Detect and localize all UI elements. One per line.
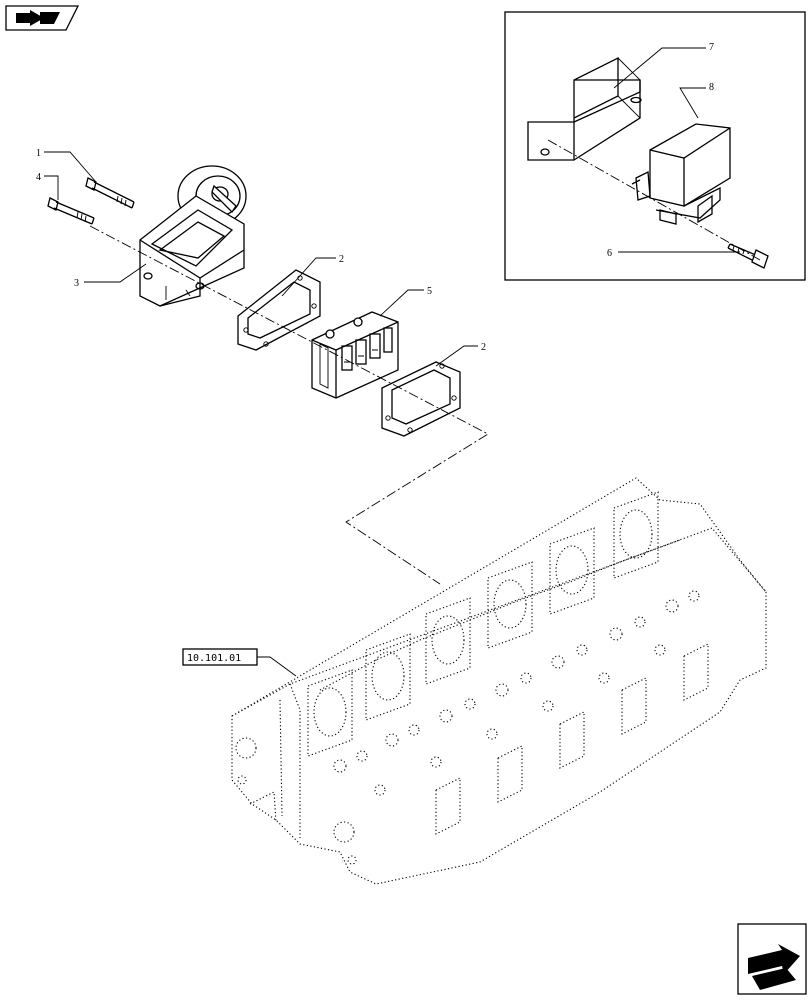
- callout-2b: 2: [481, 342, 486, 353]
- reference-label: 10.101.01: [187, 653, 241, 664]
- callout-7: 7: [709, 42, 714, 53]
- callout-2a: 2: [339, 254, 344, 265]
- heater-housing-part: [139, 165, 247, 307]
- leader-1: [44, 151, 97, 183]
- leader-2b: [435, 345, 478, 367]
- leader-7: [613, 47, 706, 89]
- callout-5: 5: [427, 286, 432, 297]
- main-centerline: [89, 225, 489, 585]
- next-page-arrow-icon[interactable]: [737, 923, 807, 995]
- callout-3: 3: [74, 278, 79, 289]
- callout-6: 6: [607, 248, 612, 259]
- bracket-part: [527, 56, 642, 161]
- relay-bolt-part: [727, 243, 769, 269]
- leader-2a: [281, 257, 336, 297]
- book-arrow-icon[interactable]: [5, 5, 80, 31]
- inset-frame: [504, 11, 806, 281]
- leader-3: [84, 263, 147, 283]
- inset-centerline: [547, 139, 761, 261]
- callout-4: 4: [36, 172, 41, 183]
- leader-4: [44, 175, 59, 200]
- relay-part: [631, 123, 731, 225]
- callout-1: 1: [36, 148, 41, 159]
- leader-5: [379, 289, 424, 317]
- reference-box[interactable]: 10.101.01: [182, 648, 258, 666]
- leader-8: [679, 87, 706, 119]
- bolt-1-part: [85, 177, 135, 209]
- callout-8: 8: [709, 82, 714, 93]
- bolt-4-part: [47, 197, 95, 225]
- cylinder-head-phantom: [231, 477, 767, 885]
- heater-element-part: [311, 311, 399, 399]
- reference-leader: [257, 656, 297, 677]
